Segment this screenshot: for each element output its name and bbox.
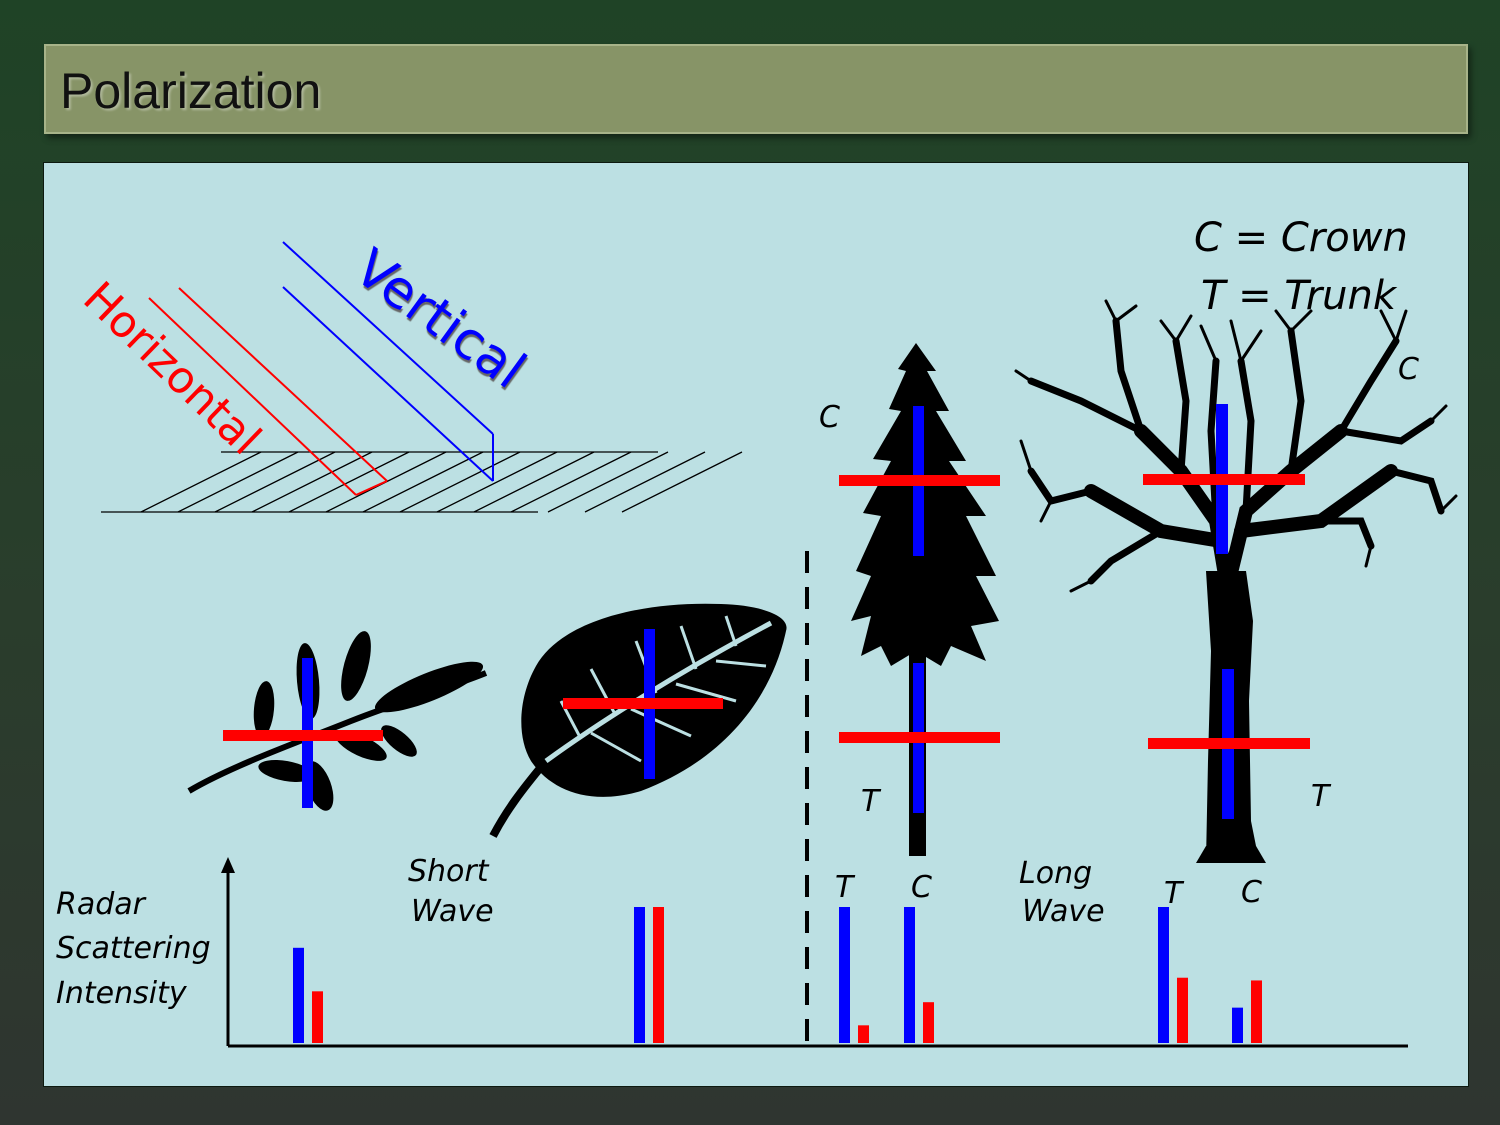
legend-crown: C = Crown: [1194, 215, 1408, 261]
chart-bars: [293, 907, 1262, 1043]
short-wave-label-line1: Short: [408, 854, 490, 889]
ground-plane: [101, 451, 743, 513]
vertical-label: Vertical: [343, 238, 536, 401]
bar-horizontal-4: [1177, 977, 1188, 1043]
conifer-crown-horizontal-mark: [839, 475, 1000, 486]
bar-horizontal-5: [1251, 980, 1262, 1043]
leaf-icon: [489, 603, 787, 838]
deciduous-trunk-horizontal-mark: [1148, 738, 1310, 749]
page-title: Polarization: [60, 63, 322, 119]
leaflet-horizontal-mark: [223, 730, 383, 741]
y-axis-arrowhead: [221, 857, 235, 873]
bar-vertical-1: [634, 907, 645, 1043]
long-wave-label-line1: Long: [1019, 856, 1092, 891]
leaflet-branch-icon: [187, 631, 488, 811]
bar-label-deciduous-crown: C: [1241, 875, 1262, 910]
bar-vertical-3: [904, 907, 915, 1043]
leaf-horizontal-mark: [563, 698, 723, 709]
conifer-tree-icon: [851, 343, 999, 856]
bar-horizontal-2: [858, 1025, 869, 1043]
horizontal-polarization-wave: [148, 287, 388, 496]
deciduous-crown-label: C: [1398, 352, 1419, 387]
bar-vertical-5: [1232, 1007, 1243, 1043]
deciduous-tree-icon: [1014, 299, 1458, 863]
deciduous-crown-horizontal-mark: [1143, 474, 1305, 485]
diagram-svg: Vertical Horizontal C = Crown T = Trunk: [56, 215, 1458, 1048]
conifer-trunk-horizontal-mark: [839, 732, 1000, 743]
y-axis-label-line2: Scattering: [56, 931, 211, 966]
horizontal-label: Horizontal: [73, 272, 270, 465]
vertical-polarization-wave: [282, 241, 494, 482]
bar-label-deciduous-trunk: T: [1164, 876, 1185, 911]
chart-axes: [226, 869, 1408, 1048]
bar-horizontal-0: [312, 991, 323, 1043]
deciduous-trunk-label: T: [1311, 779, 1332, 814]
bar-horizontal-3: [923, 1002, 934, 1043]
bar-vertical-4: [1158, 907, 1169, 1043]
bar-vertical-2: [839, 907, 850, 1043]
bar-horizontal-1: [653, 907, 664, 1043]
bar-vertical-0: [293, 947, 304, 1043]
bar-label-conifer-trunk: T: [835, 870, 856, 905]
polarization-marks: [223, 404, 1310, 819]
conifer-trunk-label: T: [861, 784, 882, 819]
short-wave-label-line2: Wave: [411, 894, 494, 929]
legend-trunk: T = Trunk: [1201, 273, 1398, 319]
y-axis-label-line3: Intensity: [56, 976, 188, 1011]
bar-label-conifer-crown: C: [911, 870, 932, 905]
y-axis-label-line1: Radar: [56, 887, 147, 922]
diagram-panel: Vertical Horizontal C = Crown T = Trunk: [43, 162, 1469, 1087]
long-wave-label-line2: Wave: [1022, 894, 1105, 929]
title-bar: Polarization: [44, 44, 1468, 134]
conifer-crown-label: C: [819, 400, 840, 435]
